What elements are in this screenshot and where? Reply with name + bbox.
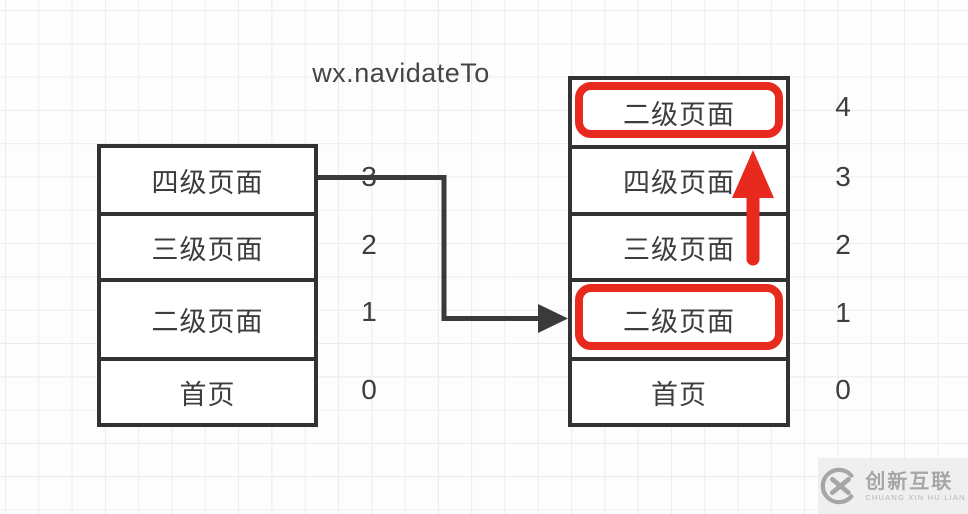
navigate-connector-arrow-icon bbox=[318, 175, 568, 333]
chuangxin-logo-icon bbox=[820, 467, 854, 505]
stack-row: 四级页面 bbox=[101, 148, 314, 216]
page-label: 三级页面 bbox=[623, 234, 735, 265]
red-highlight-ring-icon bbox=[575, 284, 783, 350]
stack-index: 0 bbox=[361, 374, 377, 405]
red-highlight-ring-icon bbox=[575, 82, 783, 138]
stack-row: 二级页面 bbox=[101, 282, 314, 361]
red-up-arrow-icon bbox=[732, 150, 774, 266]
page-label: 四级页面 bbox=[623, 168, 735, 198]
stack-index: 2 bbox=[361, 229, 377, 260]
stack-row: 首页 bbox=[572, 361, 786, 423]
stack-row: 三级页面 bbox=[101, 216, 314, 282]
stack-row: 二级页面 bbox=[572, 282, 786, 361]
stack-index: 0 bbox=[835, 374, 851, 405]
stack-row: 三级页面 bbox=[572, 216, 786, 282]
page-label: 首页 bbox=[179, 379, 236, 410]
left-page-stack: 四级页面 三级页面 二级页面 首页 bbox=[97, 144, 318, 427]
stack-index: 3 bbox=[361, 161, 377, 192]
stack-row: 二级页面 bbox=[572, 80, 786, 149]
brand-name: 创新互联 bbox=[865, 470, 954, 493]
stack-index: 3 bbox=[835, 161, 851, 192]
stack-row: 首页 bbox=[101, 361, 314, 423]
brand-subtext: CHUANG XIN HU LIAN bbox=[865, 492, 966, 502]
page-label: 二级页面 bbox=[623, 307, 735, 337]
watermark-logo: 创新互联 CHUANG XIN HU LIAN bbox=[818, 458, 968, 514]
page-label: 四级页面 bbox=[151, 167, 264, 198]
stack-index: 2 bbox=[835, 229, 851, 260]
page-label: 二级页面 bbox=[151, 307, 264, 337]
stack-index: 1 bbox=[361, 296, 377, 327]
page-label: 二级页面 bbox=[623, 100, 735, 130]
diagram-title: wx.navidateTo bbox=[312, 58, 490, 88]
stack-row: 四级页面 bbox=[572, 149, 786, 216]
page-label: 三级页面 bbox=[151, 234, 264, 265]
stack-index: 4 bbox=[835, 91, 851, 122]
page-label: 首页 bbox=[651, 379, 707, 410]
stack-index: 1 bbox=[835, 297, 851, 328]
